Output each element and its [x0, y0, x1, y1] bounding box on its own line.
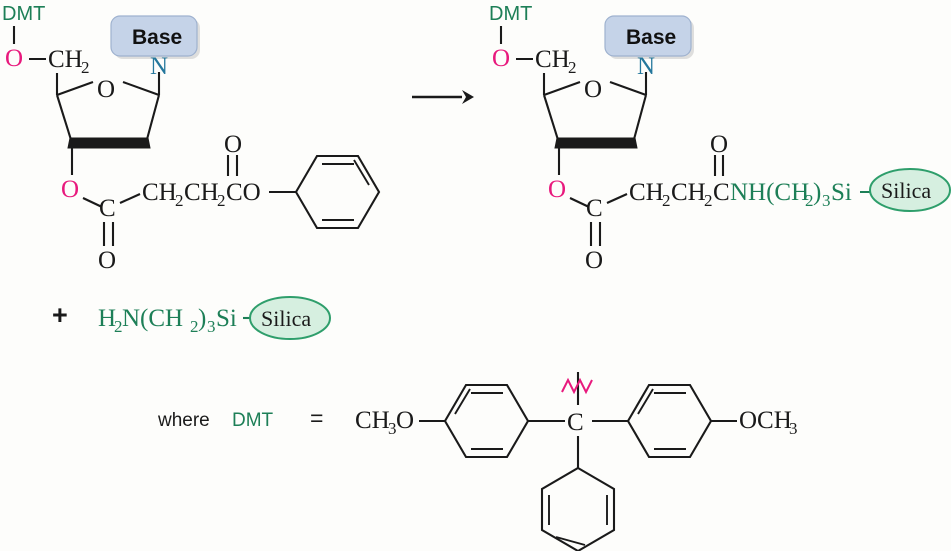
reactant-ch2-subscript: 2	[81, 58, 90, 77]
product-carbonyl-carbon-label: C	[586, 195, 603, 222]
product-chain-amide-carbon: C	[713, 179, 730, 206]
product-silica-support	[869, 168, 951, 212]
product-bond-c4-to-ringo	[543, 81, 581, 96]
reactant-chain-ch2b: CH	[184, 179, 219, 206]
product-amide-oxygen-label: O	[710, 131, 728, 158]
product-structure: DMT O CH 2 O Base N O C O CH 2	[489, 3, 951, 274]
coreagent-silica-label: Silica	[261, 306, 311, 331]
reactant-ch2-group: CH 2	[48, 46, 90, 77]
reactant-chain-ch2a: CH	[142, 179, 177, 206]
product-ch2-group: CH 2	[535, 46, 577, 77]
legend-left-methoxy-ch: CH	[355, 407, 390, 434]
reactant-base-label: Base	[132, 26, 182, 49]
product-dmt-label: DMT	[489, 3, 532, 25]
product-chain-ch2a-sub: 2	[662, 191, 671, 210]
legend-right-ring-inner-3	[637, 388, 654, 415]
legend-bottom-ring-outline	[540, 466, 616, 551]
product-o3-label: O	[548, 176, 566, 203]
coreagent-n-ch2: N(CH	[122, 305, 183, 332]
product-chain-ch2b: CH	[671, 179, 706, 206]
legend-bottom-ring-inner-3	[555, 536, 586, 546]
coreagent-row: + H 2 N(CH 2 ) 3 Si Silica	[52, 296, 331, 340]
coreagent-h: H	[98, 305, 116, 332]
product-chain-nh-sub: 2	[805, 191, 814, 210]
product-carbonyl-oxygen-label: O	[585, 247, 603, 274]
coreagent-silica-support	[249, 296, 331, 340]
product-ch2-label: CH	[535, 46, 570, 73]
coreagent-n-ch2-sub: 2	[190, 317, 199, 336]
plus-sign: +	[52, 300, 68, 330]
reactant-structure: DMT O CH 2 O Base N O	[2, 3, 381, 274]
coreagent-paren: )	[198, 305, 206, 332]
reactant-chain-ch2a-sub: 2	[175, 191, 184, 210]
dmt-legend: where DMT = CH 3 O C	[157, 372, 798, 551]
arrow-head	[462, 90, 474, 104]
legend-left-methoxy: CH 3 O	[355, 407, 414, 438]
product-chain-nh: NH(CH	[730, 179, 809, 206]
product-bond-c3-c2-bold-front-edge	[554, 137, 638, 149]
legend-bottom-phenyl-ring	[540, 466, 616, 551]
product-chain-ch2b-sub: 2	[704, 191, 713, 210]
reactant-ch2-label: CH	[48, 46, 83, 73]
coreagent-h-sub: 2	[114, 317, 123, 336]
reactant-o3-label: O	[61, 176, 79, 203]
product-base-box	[604, 15, 692, 57]
product-ring-oxygen-label: O	[584, 76, 602, 103]
product-ch2-subscript: 2	[568, 58, 577, 77]
bond-o3-to-carbonyl-c	[82, 197, 103, 208]
reactant-o5-label: O	[5, 45, 23, 72]
phenyl-outline	[294, 154, 381, 230]
product-silica-label: Silica	[881, 178, 931, 203]
reactant-carbonyl-carbon-label: C	[99, 195, 116, 222]
legend-right-methoxy: OCH 3	[739, 407, 798, 438]
product-chain-si: Si	[831, 179, 852, 206]
legend-equals-sign: =	[310, 405, 323, 431]
reactant-ester-oxygen-label: O	[224, 131, 242, 158]
product-bond-carbonyl-to-chain	[606, 193, 628, 204]
bond-c3-c2-bold-front-edge	[67, 137, 151, 149]
reactant-phenyl-ring	[294, 154, 381, 230]
product-chain-paren-sub: 3	[822, 191, 831, 210]
bond-ringo-to-c1	[122, 81, 160, 96]
legend-squiggle-attachment-marker	[561, 377, 593, 395]
legend-left-methoxy-sub: 3	[388, 419, 397, 438]
legend-left-ring-inner-3	[454, 388, 471, 415]
product-chain-ch2a: CH	[629, 179, 664, 206]
product-chain-text: CH 2 CH 2 C NH(CH 2 ) 3 Si	[629, 179, 852, 210]
reactant-carbonyl-oxygen-label: O	[98, 247, 116, 274]
bond-carbonyl-to-chain	[119, 193, 141, 204]
reactant-chain-co: CO	[226, 179, 261, 206]
phenyl-inner-3	[353, 159, 370, 186]
reactant-chain-ch2b-sub: 2	[217, 191, 226, 210]
coreagent-formula: H 2 N(CH 2 ) 3 Si	[98, 305, 237, 336]
legend-central-carbon: C	[567, 409, 584, 436]
product-chain-paren: )	[813, 179, 821, 206]
reactant-ring-oxygen-label: O	[97, 76, 115, 103]
bond-c1-to-c2	[144, 94, 161, 144]
legend-dmt-text: DMT	[232, 410, 274, 431]
product-bond-c4-to-c3	[542, 94, 561, 144]
product-nitrogen-label: N	[637, 53, 655, 80]
reactant-dmt-label: DMT	[2, 3, 45, 25]
legend-where-text: where	[157, 410, 210, 431]
legend-right-methoxy-och: OCH	[739, 407, 792, 434]
legend-left-methoxy-o: O	[396, 407, 414, 434]
reactant-chain-text: CH 2 CH 2 CO	[142, 179, 261, 210]
bond-c4-to-ringo	[56, 81, 94, 96]
product-o5-label: O	[492, 45, 510, 72]
product-bond-ringo-to-c1	[609, 81, 647, 96]
coreagent-si: Si	[216, 305, 237, 332]
product-bond-c1-to-c2	[631, 94, 648, 144]
reactant-nitrogen-label: N	[150, 53, 168, 80]
reactant-base-box	[110, 15, 198, 57]
product-bond-o3-to-carbonyl-c	[569, 197, 590, 208]
bond-c4-to-c3	[55, 94, 74, 144]
reaction-arrow	[412, 90, 474, 104]
product-base-label: Base	[626, 26, 676, 49]
coreagent-paren-sub: 3	[207, 317, 216, 336]
legend-right-methoxy-sub: 3	[789, 419, 798, 438]
